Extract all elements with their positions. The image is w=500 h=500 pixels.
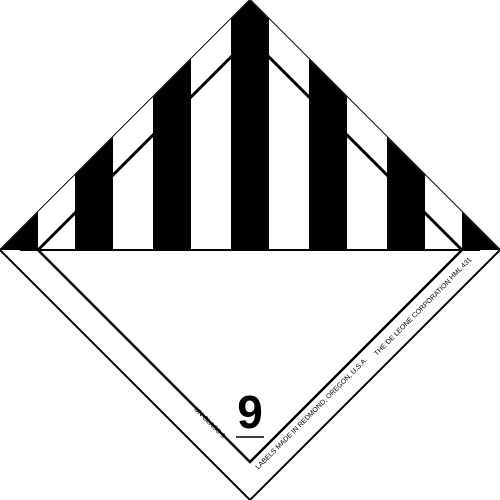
class-number: 9 [237, 386, 263, 438]
stripe [462, 0, 500, 250]
stripe [387, 0, 425, 250]
stripe [0, 0, 38, 250]
stripe [231, 0, 269, 250]
stripe [75, 0, 113, 250]
stripe [309, 0, 347, 250]
inner-border-lower [37, 249, 463, 464]
stripe [153, 0, 191, 250]
inner-border-upper [36, 35, 464, 252]
